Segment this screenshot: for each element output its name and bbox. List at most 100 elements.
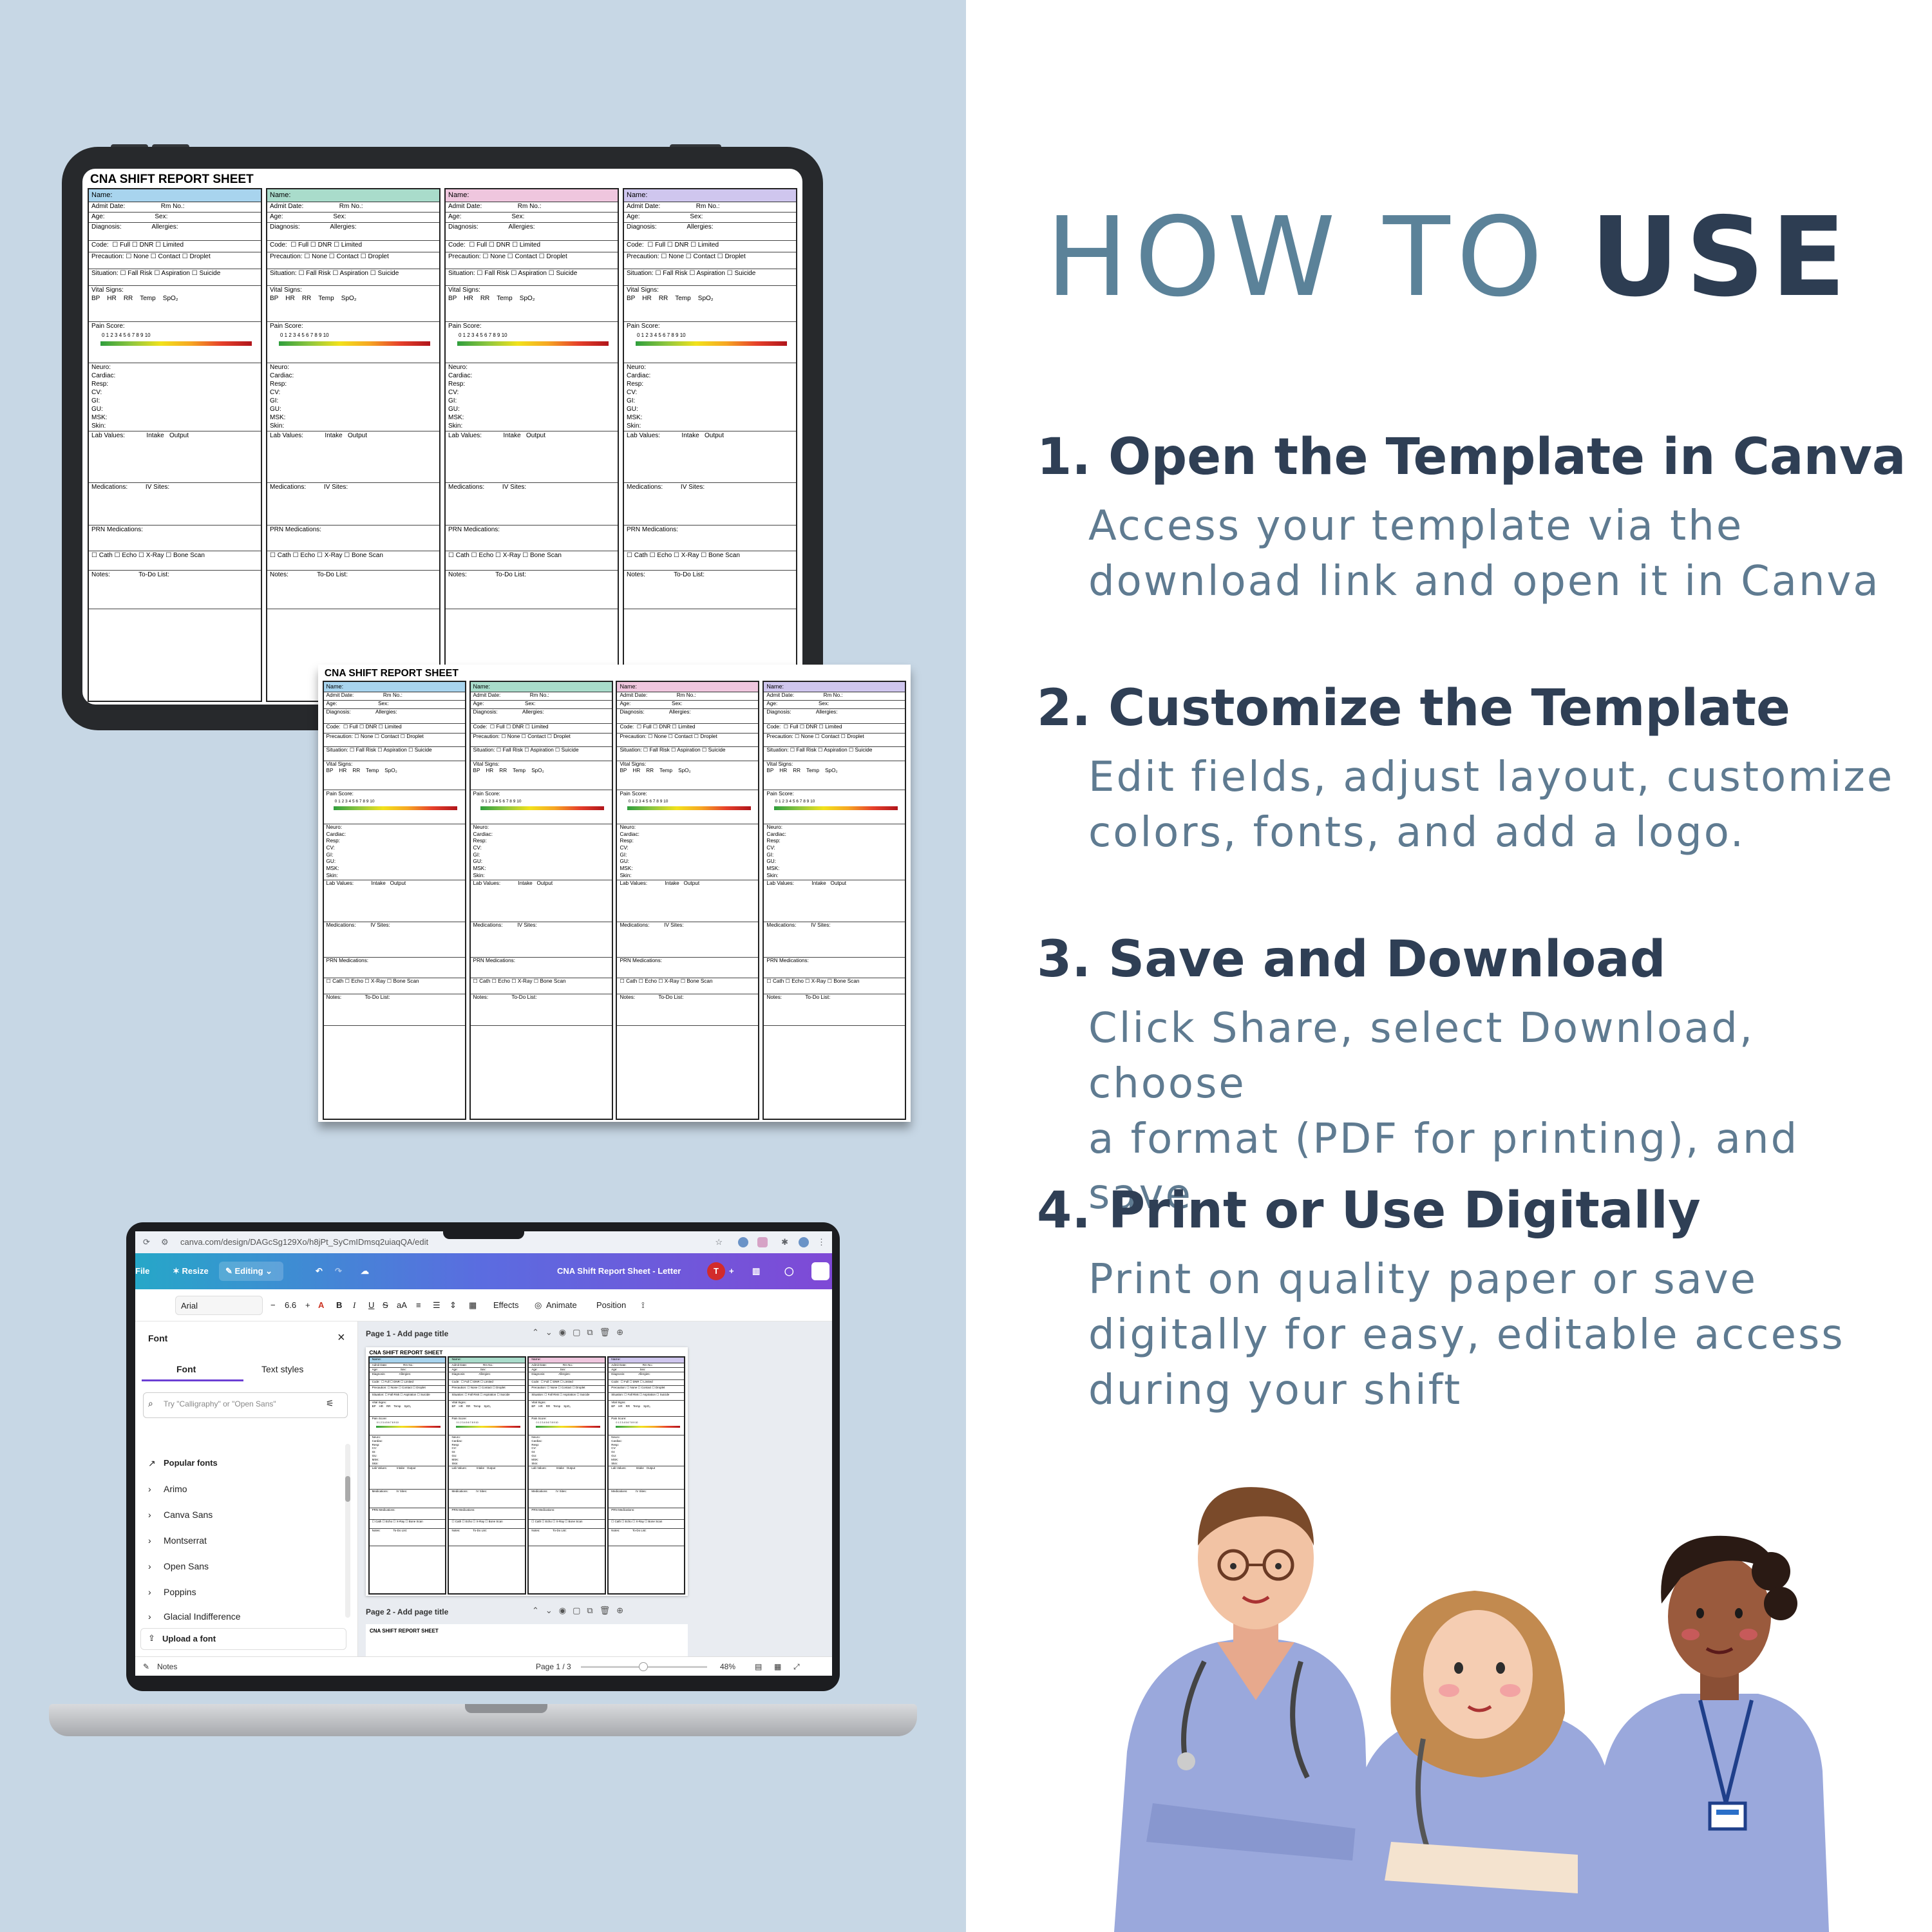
report-field: Admit Date: Rm No.: — [267, 202, 439, 213]
report-field: Precaution: ☐ None ☐ Contact ☐ Droplet — [609, 1386, 685, 1394]
extension-icon[interactable] — [738, 1237, 748, 1247]
upload-font-button[interactable] — [140, 1628, 346, 1650]
scrollbar-thumb[interactable] — [345, 1476, 350, 1502]
tab-font[interactable]: Font — [176, 1364, 196, 1374]
chevron-right-icon[interactable]: › — [148, 1484, 151, 1494]
page-actions-icons[interactable]: ⌃⌄◉▢⧉🗑⊕ — [532, 1328, 630, 1338]
report-field: Lab Values: Intake Output — [609, 1466, 685, 1490]
font-option[interactable]: Glacial Indifference — [164, 1611, 241, 1620]
chevron-right-icon[interactable]: › — [148, 1587, 151, 1597]
grid-view-icon[interactable]: ▦ — [774, 1662, 782, 1671]
insights-icon[interactable]: ▥ — [752, 1266, 761, 1276]
copy-style-icon[interactable]: ⟟ — [641, 1300, 645, 1310]
scrollbar-track[interactable] — [345, 1444, 350, 1618]
pain-score-label: Pain Score: — [270, 323, 303, 330]
comments-icon[interactable]: ◯ — [784, 1266, 794, 1276]
canvas-page-2[interactable]: CNA SHIFT REPORT SHEET — [366, 1624, 688, 1656]
site-info-icon[interactable]: ⚙ — [161, 1237, 169, 1247]
title-part1: HOW TO — [1045, 194, 1591, 321]
chevron-right-icon[interactable]: › — [148, 1561, 151, 1571]
filter-icon[interactable]: ⚟ — [326, 1398, 334, 1408]
text-color-icon[interactable]: A — [318, 1300, 325, 1310]
strikethrough-icon[interactable]: S — [383, 1300, 388, 1310]
decrease-font-size-button[interactable]: − — [270, 1300, 276, 1310]
font-size-input[interactable]: 6.6 — [285, 1300, 297, 1310]
page-count[interactable]: Page 1 / 3 — [536, 1662, 571, 1671]
editing-mode-button[interactable]: ✎ Editing ⌄ — [219, 1262, 283, 1281]
add-collaborator-icon[interactable]: + — [729, 1266, 734, 1276]
canvas-workspace: Page 1 - Add page title ⌃⌄◉▢⧉🗑⊕ CNA SHIF… — [358, 1321, 832, 1656]
font-option[interactable]: Montserrat — [164, 1535, 207, 1546]
page-view-icon[interactable]: ▤ — [755, 1662, 762, 1671]
share-button[interactable] — [811, 1262, 829, 1280]
bookmark-star-icon[interactable]: ☆ — [715, 1237, 723, 1247]
report-field: Code: ☐ Full ☐ DNR ☐ Limited — [369, 1380, 445, 1386]
browser-menu-icon[interactable]: ⋮ — [817, 1237, 826, 1247]
user-avatar[interactable]: T — [707, 1262, 725, 1280]
report-field: ☐ Cath ☐ Echo ☐ X-Ray ☐ Bone Scan — [470, 978, 612, 994]
font-option[interactable]: Canva Sans — [164, 1510, 213, 1520]
font-option[interactable]: Arimo — [164, 1484, 187, 1494]
extensions-puzzle-icon[interactable]: ✱ — [781, 1237, 788, 1247]
badge-nurse-figure — [1591, 1535, 1829, 1932]
report-field: Diagnosis: Allergies: — [89, 223, 261, 241]
document-title[interactable]: CNA Shift Report Sheet - Letter — [557, 1266, 681, 1276]
font-family-dropdown[interactable]: Arial — [175, 1296, 263, 1315]
letter-case-icon[interactable]: aA — [397, 1300, 407, 1310]
report-field: Code: ☐ Full ☐ DNR ☐ Limited — [446, 241, 618, 252]
zoom-level[interactable]: 48% — [720, 1662, 736, 1671]
underline-icon[interactable]: U — [368, 1300, 375, 1310]
zoom-slider-handle[interactable] — [639, 1662, 648, 1671]
report-field: Admit Date: Rm No.: — [624, 202, 796, 213]
list-icon[interactable]: ☰ — [433, 1300, 440, 1310]
pain-score-section: Pain Score:0 1 2 3 4 5 6 7 8 9 10 — [323, 790, 465, 824]
chevron-right-icon[interactable]: › — [148, 1535, 151, 1546]
report-field: Age: Sex: — [764, 701, 905, 710]
upload-icon: ⇪ — [148, 1633, 155, 1643]
animate-icon[interactable]: ◎ — [535, 1300, 542, 1310]
notes-button[interactable]: Notes — [157, 1662, 178, 1671]
spacing-icon[interactable]: ⇕ — [450, 1300, 457, 1310]
align-icon[interactable]: ≡ — [416, 1300, 421, 1310]
url-text[interactable]: canva.com/design/DAGcSg129Xo/h8jPt_SyCmI… — [180, 1237, 429, 1247]
page-1-title[interactable]: Page 1 - Add page title — [366, 1329, 449, 1338]
undo-icon[interactable]: ↶ — [316, 1266, 323, 1276]
chevron-right-icon[interactable]: › — [148, 1611, 151, 1622]
position-button[interactable]: Position — [596, 1300, 627, 1310]
fullscreen-icon[interactable]: ⤢ — [793, 1662, 800, 1671]
tab-text-styles[interactable]: Text styles — [261, 1364, 304, 1374]
page-actions-icons[interactable]: ⌃⌄◉▢⧉🗑⊕ — [532, 1606, 630, 1616]
extension-icon[interactable] — [757, 1237, 768, 1247]
notes-icon[interactable]: ✎ — [143, 1662, 150, 1671]
report-field: Diagnosis: Allergies: — [609, 1372, 685, 1381]
report-field: Notes: To-Do List: — [369, 1529, 445, 1546]
italic-icon[interactable]: I — [353, 1300, 356, 1310]
increase-font-size-button[interactable]: + — [305, 1300, 310, 1310]
resize-button[interactable]: ✶ Resize — [173, 1266, 209, 1276]
transparency-icon[interactable]: ▦ — [469, 1300, 477, 1310]
page-2-title[interactable]: Page 2 - Add page title — [366, 1607, 449, 1616]
report-field: Medications: IV Sites: — [449, 1490, 525, 1509]
font-search-placeholder: Try "Calligraphy" or "Open Sans" — [164, 1399, 276, 1408]
pain-score-label: Pain Score: — [766, 791, 794, 797]
effects-button[interactable]: Effects — [493, 1300, 519, 1310]
redo-icon[interactable]: ↷ — [335, 1266, 342, 1276]
report-field: Medications: IV Sites: — [369, 1490, 445, 1509]
browser-address-bar[interactable]: ⟳ ⚙ canva.com/design/DAGcSg129Xo/h8jPt_S… — [135, 1231, 832, 1253]
reload-icon[interactable]: ⟳ — [143, 1237, 150, 1247]
report-field: Medications: IV Sites: — [617, 922, 759, 958]
font-option[interactable]: Poppins — [164, 1587, 196, 1597]
close-icon[interactable]: × — [337, 1331, 345, 1345]
font-panel-title: Font — [148, 1333, 168, 1343]
active-tab-indicator — [142, 1379, 243, 1381]
report-field: Diagnosis: Allergies: — [470, 709, 612, 724]
animate-button[interactable]: Animate — [546, 1300, 577, 1310]
file-menu[interactable]: File — [135, 1266, 150, 1276]
profile-icon[interactable] — [799, 1237, 809, 1247]
chevron-right-icon[interactable]: › — [148, 1510, 151, 1520]
bold-icon[interactable]: B — [336, 1300, 343, 1310]
pain-scale-bar — [773, 806, 898, 810]
font-option[interactable]: Open Sans — [164, 1561, 209, 1571]
font-search-input[interactable] — [143, 1392, 348, 1418]
